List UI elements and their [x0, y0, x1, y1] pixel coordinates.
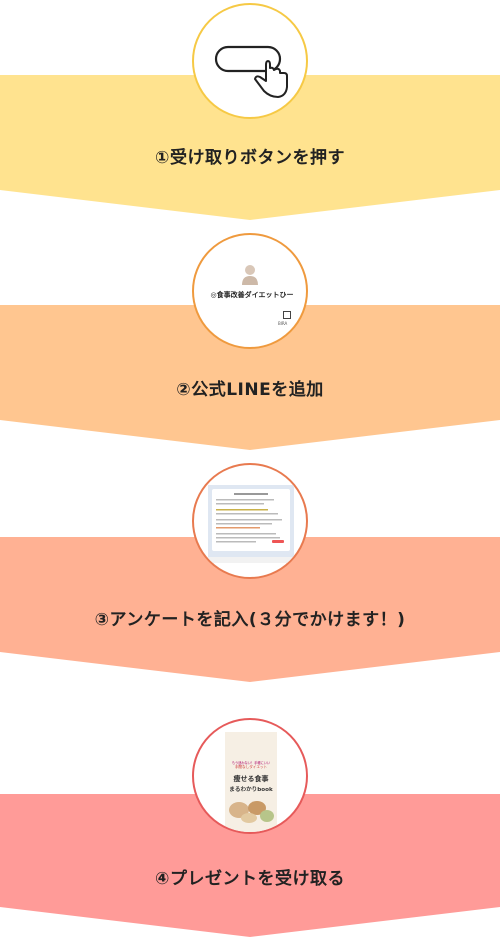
step-1-icon-circle: [192, 3, 308, 119]
step-1-label: ①受け取りボタンを押す: [155, 148, 345, 168]
ebook-cover-thumbnail: もう迷わない！手軽にいい 手間なしダイエット 痩せる食事 まるわかりbook: [194, 720, 306, 832]
step-2-label: ②公式LINEを追加: [176, 380, 324, 400]
step-3-icon-circle: [192, 463, 308, 579]
profile-side-label: BIRA: [278, 321, 288, 326]
line-profile-thumbnail: ◎食事改善ダイエットひー BIRA: [194, 235, 306, 347]
book-title-1: 痩せる食事: [233, 775, 269, 783]
profile-side-icon: [283, 311, 291, 319]
book-sub-text: 手間なしダイエット: [234, 765, 268, 769]
step-2-icon-circle: ◎食事改善ダイエットひー BIRA: [192, 233, 308, 349]
step-4-icon-circle: もう迷わない！手軽にいい 手間なしダイエット 痩せる食事 まるわかりbook: [192, 718, 308, 834]
chat-screen-thumbnail: [194, 465, 306, 577]
step-4-label: ④プレゼントを受け取る: [155, 869, 345, 889]
profile-name: ◎食事改善ダイエットひー: [210, 291, 294, 299]
step-4-band: [0, 794, 500, 937]
step-3-band: [0, 537, 500, 682]
book-title-2: まるわかりbook: [229, 787, 273, 793]
book-top-text: もう迷わない！手軽にいい: [231, 761, 271, 765]
avatar: [242, 265, 258, 285]
step-2-band: [0, 305, 500, 450]
step-1-band: [0, 75, 500, 220]
tap-button-icon: [214, 45, 288, 98]
step-3-label: ③アンケートを記入(３分でかけます！): [94, 610, 406, 630]
book-food-photo: [229, 801, 274, 823]
